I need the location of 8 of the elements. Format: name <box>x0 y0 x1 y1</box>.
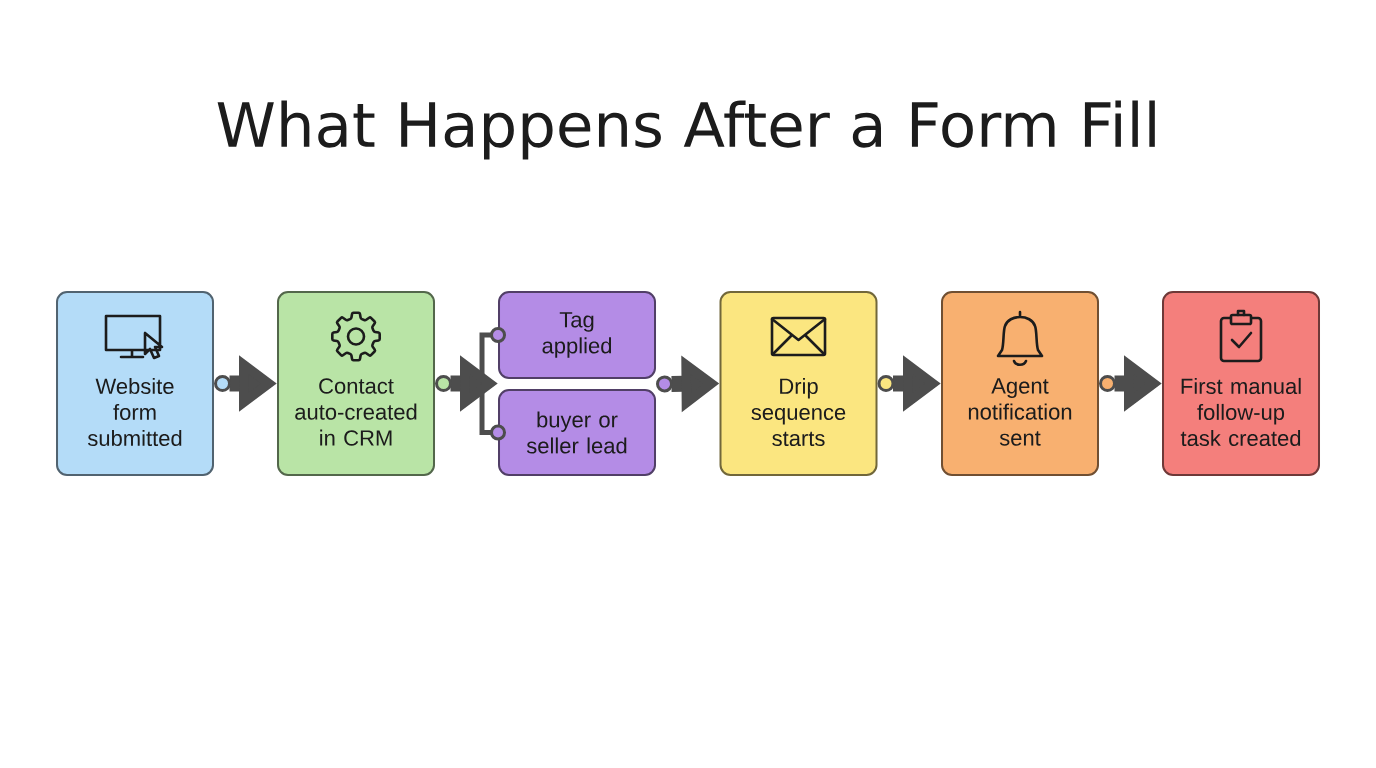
title: What Happens After a Form Fill <box>217 100 1155 160</box>
process-box: Agent notification sent <box>941 291 1099 476</box>
process-box: buyer or seller lead <box>498 389 656 476</box>
process-box: Contact auto-created in CRM <box>277 291 435 476</box>
process-box: Tag applied <box>498 291 656 379</box>
process-box: Drip sequence starts <box>719 291 878 476</box>
process-box: Website form submitted <box>56 291 214 476</box>
process-box: First manual follow-up task created <box>1162 291 1320 476</box>
